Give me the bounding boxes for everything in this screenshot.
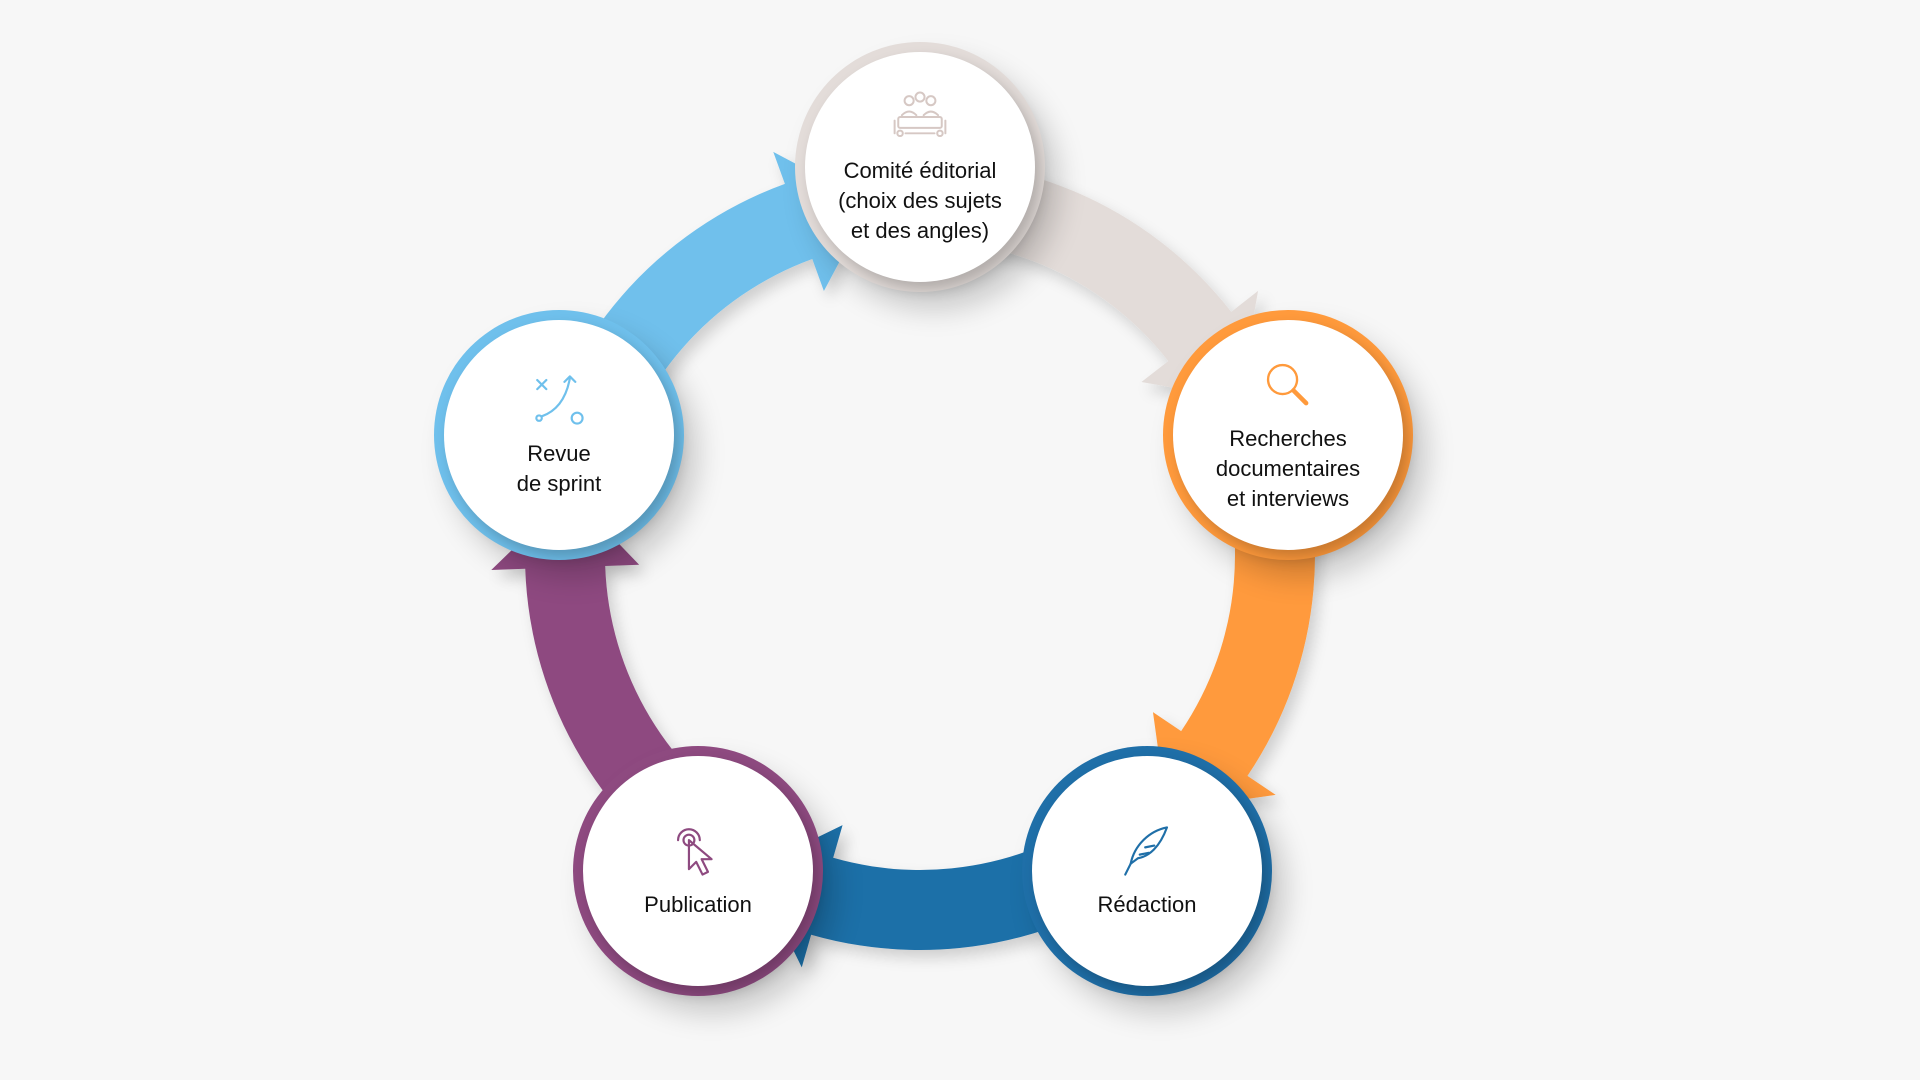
step-redaction-label: Rédaction xyxy=(1097,892,1197,917)
step-redaction-card: Rédaction xyxy=(1032,756,1262,986)
quill-icon xyxy=(1124,826,1169,876)
step-comite-editorial-card: Comité éditorial (choix des sujets et de… xyxy=(805,52,1035,282)
click-cursor-icon xyxy=(676,828,713,876)
strategy-play-icon xyxy=(535,375,584,425)
step-recherches-label: Recherches documentaires et interviews xyxy=(1215,426,1361,511)
step-revue-sprint-label: Revue de sprint xyxy=(516,441,602,496)
step-publication: Publication xyxy=(573,746,823,996)
step-redaction: Rédaction xyxy=(1022,746,1272,996)
step-revue-sprint: Revue de sprint xyxy=(434,310,684,560)
step-revue-sprint-card: Revue de sprint xyxy=(444,320,674,550)
meeting-table-icon xyxy=(893,91,947,138)
step-recherches: Recherches documentaires et interviews xyxy=(1163,310,1413,560)
magnifier-icon xyxy=(1266,363,1309,406)
step-comite-editorial-label: Comité éditorial (choix des sujets et de… xyxy=(838,158,1002,243)
step-recherches-card: Recherches documentaires et interviews xyxy=(1173,320,1403,550)
step-publication-label: Publication xyxy=(644,892,752,917)
step-publication-card: Publication xyxy=(583,756,813,986)
step-comite-editorial: Comité éditorial (choix des sujets et de… xyxy=(795,42,1045,292)
